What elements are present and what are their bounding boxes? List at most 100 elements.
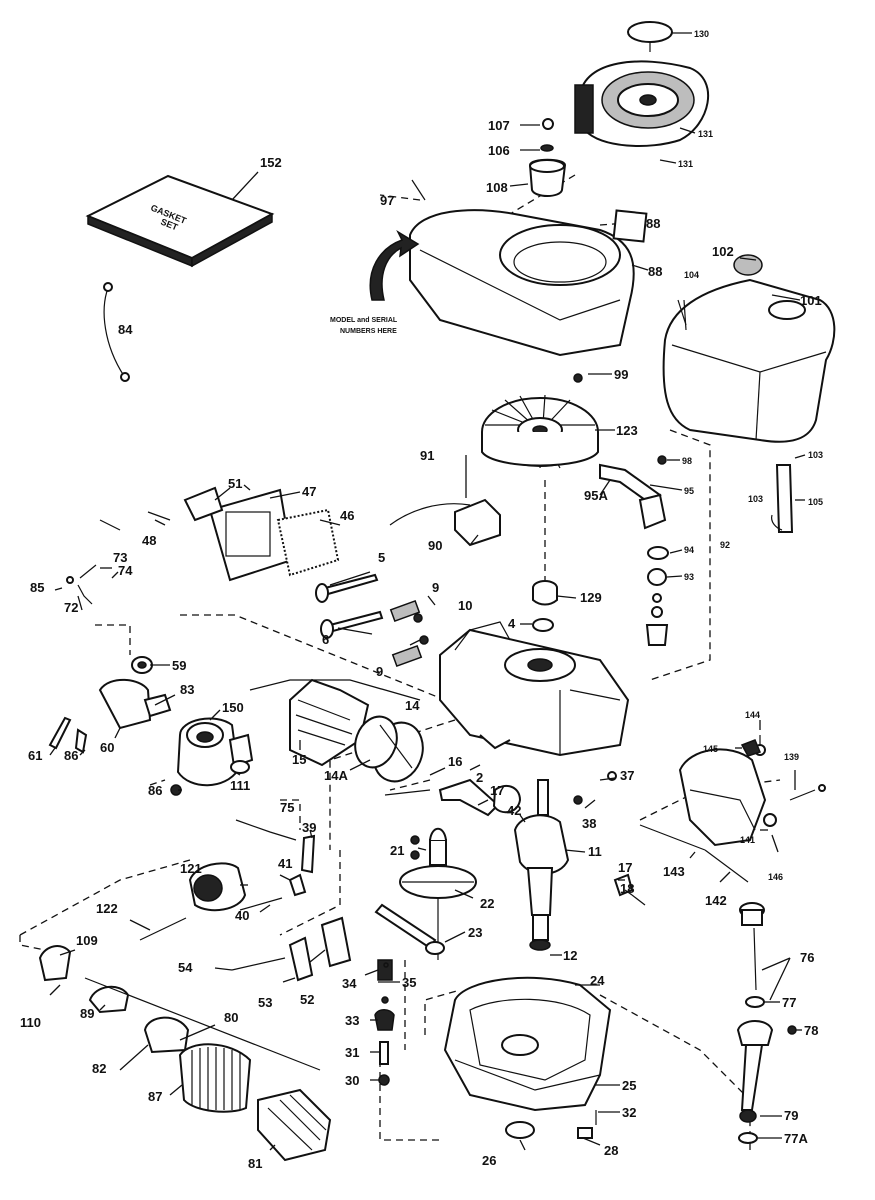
label-18: 18 [620,881,634,896]
label-15: 15 [292,752,306,767]
muffler [139,862,247,941]
label-91: 91 [420,448,434,463]
exhaust-gaskets [231,916,352,982]
cam-follower [374,903,445,955]
label-4: 4 [508,616,516,631]
label-106: 106 [488,143,510,158]
label-61: 61 [28,748,42,763]
label-85: 85 [30,580,44,595]
air-cleaner [38,945,332,1162]
model-location-arrow: MODEL and SERIAL NUMBERS HERE [330,230,420,335]
label-123: 123 [616,423,638,438]
label-84: 84 [118,322,133,337]
label-41: 41 [278,856,292,871]
label-16: 16 [448,754,462,769]
ignition-module [389,455,501,547]
label-17: 17 [490,783,504,798]
label-131-a: 131 [698,129,713,139]
label-142: 142 [705,893,727,908]
flywheel [481,394,599,469]
label-48: 48 [142,533,156,548]
leader-lines [49,124,806,1151]
label-81: 81 [248,1156,262,1171]
control-bracket [639,735,826,883]
label-130: 130 [694,29,709,39]
label-74: 74 [118,563,133,578]
label-25: 25 [622,1078,636,1093]
breather-stack [599,455,669,646]
label-77a: 77A [784,1131,808,1146]
wire-84 [103,282,130,382]
label-33: 33 [345,1013,359,1028]
piston-rings-15 [249,678,421,767]
label-22: 22 [480,896,494,911]
crankcase-cover [443,976,612,1139]
label-144: 144 [745,710,760,720]
label-75: 75 [280,800,294,815]
label-88-b: 88 [648,264,662,279]
model-note-line2: NUMBERS HERE [340,328,397,335]
label-6: 6 [322,632,329,647]
blower-housing [409,144,648,357]
label-131-b: 131 [678,159,693,169]
label-139: 139 [784,752,799,762]
label-102: 102 [712,244,734,259]
throttle-linkage [48,564,172,754]
label-97: 97 [380,193,394,208]
model-note-line1: MODEL and SERIAL [330,317,398,324]
label-150: 150 [222,700,244,715]
label-35: 35 [402,975,416,990]
label-14: 14 [405,698,420,713]
label-92: 92 [720,540,730,550]
label-39: 39 [302,820,316,835]
label-107: 107 [488,118,510,133]
label-11: 11 [588,844,602,859]
label-88-a: 88 [646,216,660,231]
label-103-b: 103 [748,494,763,504]
label-109: 109 [76,933,98,948]
label-129: 129 [580,590,602,605]
bolts-21 [410,835,420,860]
label-146: 146 [768,872,783,882]
bearing-129 [532,580,558,632]
carburetor [170,717,254,796]
recoil-starter [574,21,709,147]
label-80: 80 [224,1010,238,1025]
part-labels: 130 107 106 108 131 131 97 152 88 88 102… [20,29,823,1171]
label-122: 122 [96,901,118,916]
label-32: 32 [622,1105,636,1120]
label-31: 31 [345,1045,359,1060]
label-110: 110 [20,1015,41,1030]
label-2: 2 [476,770,483,785]
label-141: 141 [740,835,755,845]
label-152: 152 [260,155,282,170]
label-86: 86 [64,748,78,763]
label-145: 145 [703,744,718,754]
label-82: 82 [92,1061,106,1076]
label-38: 38 [582,816,596,831]
bracket-parts [235,819,316,911]
label-59: 59 [172,658,186,673]
label-89: 89 [80,1006,94,1021]
label-72: 72 [64,600,78,615]
label-5: 5 [378,550,385,565]
piston [354,715,424,783]
label-111: 111 [230,778,250,793]
label-95: 95 [684,486,694,496]
label-54: 54 [178,960,193,975]
intake-block [147,486,340,582]
label-143: 143 [663,864,685,879]
label-108: 108 [486,180,508,195]
label-30: 30 [345,1073,359,1088]
label-21: 21 [390,843,404,858]
label-37: 37 [620,768,634,783]
label-12: 12 [563,948,577,963]
label-121: 121 [180,861,202,876]
label-94: 94 [684,545,694,555]
label-77: 77 [782,995,796,1010]
label-9-a: 9 [432,580,439,595]
label-46: 46 [340,508,354,523]
label-24: 24 [590,973,605,988]
label-95a: 95A [584,488,608,503]
